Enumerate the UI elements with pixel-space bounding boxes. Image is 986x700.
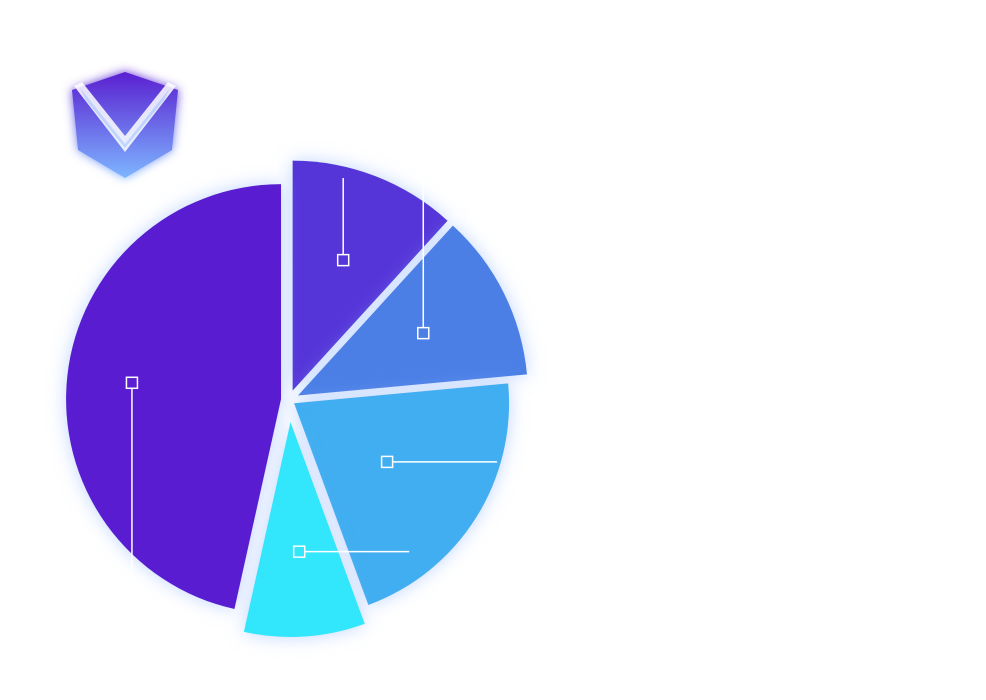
slice-marker-2 bbox=[417, 326, 430, 340]
logo-chevron bbox=[74, 82, 176, 152]
pie-slices bbox=[66, 160, 527, 637]
slice-marker-5 bbox=[125, 376, 139, 390]
pie-slice-2[interactable] bbox=[297, 225, 527, 396]
pie-slice-1[interactable] bbox=[292, 160, 448, 391]
slice-marker-1 bbox=[336, 253, 350, 267]
logo-shape bbox=[72, 72, 178, 178]
pie-slice-3[interactable] bbox=[294, 383, 510, 605]
slice-marker-4 bbox=[292, 545, 306, 558]
pie-slice-5[interactable] bbox=[66, 184, 282, 610]
pie-markers bbox=[125, 178, 498, 612]
pie-slice-4[interactable] bbox=[243, 421, 365, 637]
logo-svg bbox=[72, 72, 178, 178]
slice-marker-3 bbox=[380, 455, 394, 469]
chevron-shield-logo-icon bbox=[60, 60, 190, 190]
